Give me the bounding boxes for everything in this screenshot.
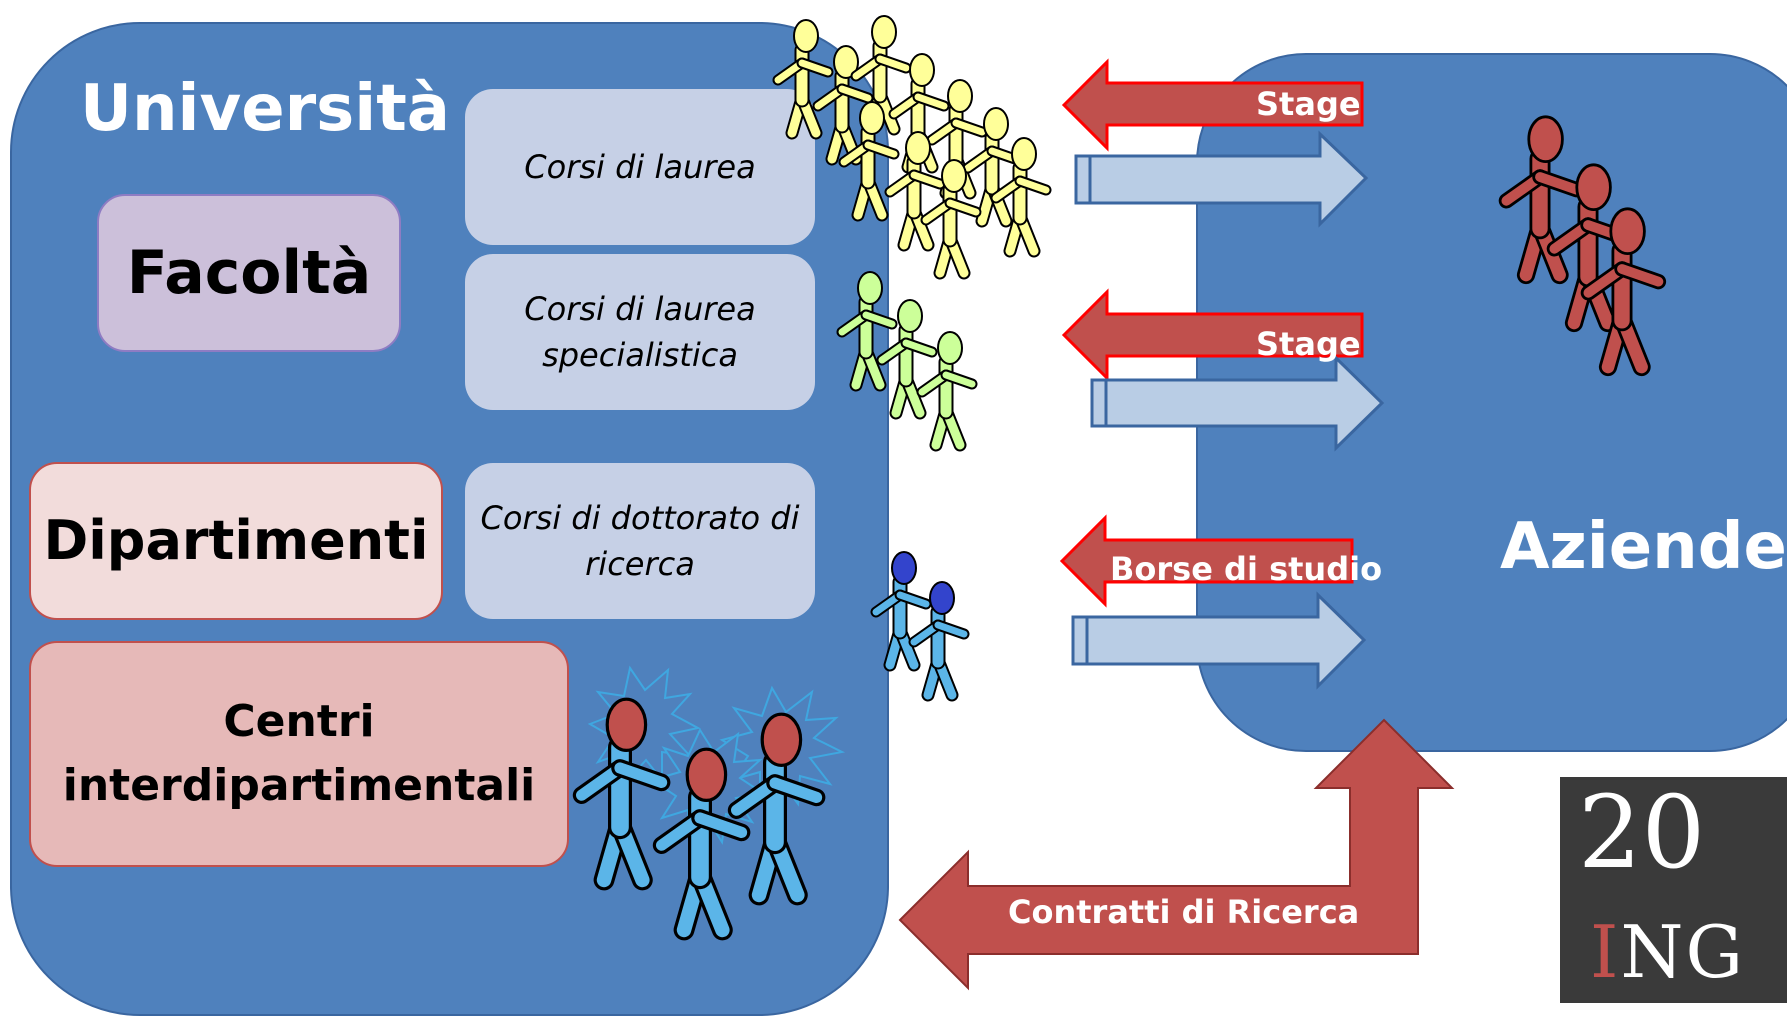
facolta-box: Facoltà	[97, 194, 401, 352]
researcher-figures	[582, 665, 846, 930]
course-label: Corsi di laurea	[524, 147, 756, 186]
logo: 20	[1560, 777, 1787, 1003]
course-box-dottorato: Corsi di dottorato di ricerca	[465, 463, 815, 619]
stage-label-1: Stage	[1256, 85, 1361, 123]
graduates-arrow-1	[1074, 130, 1369, 228]
company-figures	[1506, 117, 1658, 367]
university-title: Università	[80, 72, 450, 146]
stage-arrow-1	[1061, 58, 1364, 152]
course-box-specialistica: Corsi di laurea specialistica	[465, 254, 815, 410]
centri-box: Centri interdipartimentali	[29, 641, 569, 867]
undergrad-figures	[778, 16, 1046, 273]
logo-number: 20	[1578, 774, 1706, 891]
facolta-label: Facoltà	[126, 237, 372, 308]
specialist-figures	[842, 272, 972, 445]
graduates-arrow-3	[1071, 591, 1367, 690]
dipartimenti-box: Dipartimenti	[29, 462, 443, 620]
contratti-arrow	[898, 718, 1455, 991]
course-box-laurea: Corsi di laurea	[465, 89, 815, 245]
course-label: Corsi di laurea specialistica	[524, 289, 756, 374]
dipartimenti-label: Dipartimenti	[43, 508, 429, 572]
stage-label-2: Stage	[1256, 325, 1361, 363]
stage-arrow-2	[1061, 288, 1364, 382]
borse-label: Borse di studio	[1110, 550, 1383, 588]
course-label: Corsi di dottorato di ricerca	[480, 498, 800, 583]
phd-figures	[876, 552, 964, 695]
borse-arrow	[1059, 514, 1354, 608]
contratti-label: Contratti di Ricerca	[1008, 893, 1360, 931]
logo-text-initial: I	[1590, 910, 1621, 994]
logo-text-rest: NG	[1620, 910, 1745, 994]
logo-text: ING	[1590, 910, 1745, 994]
centri-label: Centri interdipartimentali	[62, 696, 536, 811]
graduates-arrow-2	[1090, 354, 1385, 452]
aziende-title: Aziende	[1500, 510, 1787, 584]
